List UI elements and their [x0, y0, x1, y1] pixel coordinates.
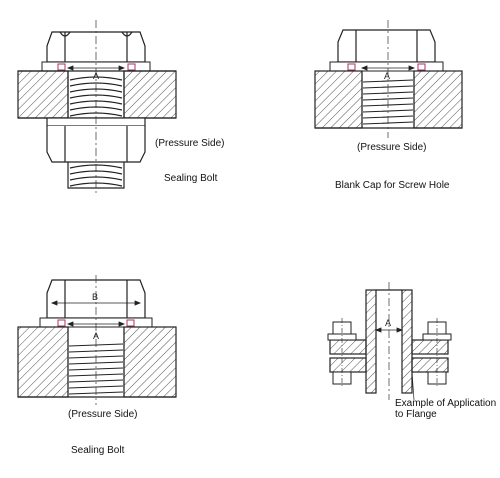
dimension-label-a: A — [93, 71, 99, 81]
figure-caption-line1: Example of Application — [395, 398, 497, 409]
figure-caption-line2: to Flange — [395, 409, 437, 420]
dimension-a — [374, 327, 404, 333]
leader-line — [411, 371, 415, 401]
dimension-label-a: A — [385, 318, 391, 328]
figure-caption: Sealing Bolt — [71, 445, 125, 456]
figure-caption: Sealing Bolt — [164, 173, 218, 184]
seal-washer — [329, 61, 444, 72]
figure-flange-example: A — [327, 282, 452, 401]
flange-plate — [329, 339, 449, 373]
figure-blank-cap: A — [314, 20, 463, 138]
flange-bolt-left — [327, 318, 357, 388]
dimension-label-a: A — [384, 71, 390, 81]
pressure-side-label: (Pressure Side) — [155, 138, 225, 149]
dimension-a — [66, 65, 126, 71]
dimension-a — [360, 65, 416, 71]
dimension-label-b: B — [92, 292, 98, 302]
plate-section — [17, 70, 177, 119]
flange-bolt-right — [422, 318, 452, 388]
figure-sealing-bolt-bottom: B A — [17, 275, 177, 405]
plate-section — [17, 326, 177, 398]
figure-caption: Blank Cap for Screw Hole — [335, 180, 450, 191]
pressure-side-label: (Pressure Side) — [68, 409, 138, 420]
figure-sealing-bolt-top: A — [17, 20, 177, 195]
cap-head — [337, 29, 436, 63]
dimension-b — [50, 300, 142, 306]
dimension-label-a: A — [93, 331, 99, 341]
dimension-a — [66, 321, 126, 327]
plate-section — [314, 70, 463, 129]
pressure-side-label: (Pressure Side) — [357, 142, 427, 153]
